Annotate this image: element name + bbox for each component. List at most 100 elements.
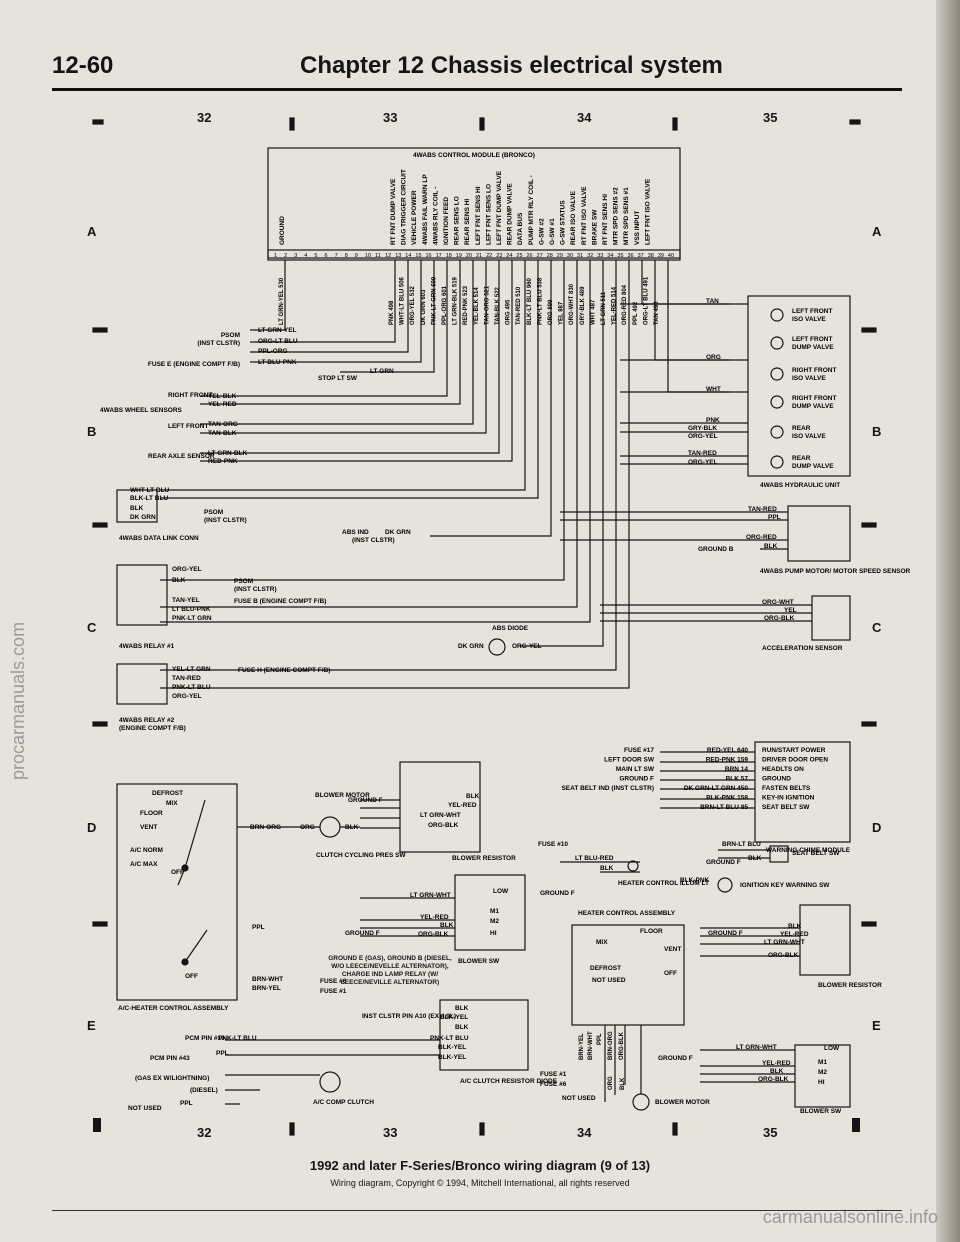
chime-input-label: LEFT DOOR SW	[604, 757, 655, 764]
row-b-left: B	[87, 424, 97, 439]
blower-sw-wires	[360, 897, 455, 937]
module-wire: GRY-BLK 489	[580, 286, 586, 325]
row-d-left: D	[87, 820, 97, 835]
data-link-inst-clstr: (INST CLSTR)	[204, 517, 247, 524]
module-function: VEHICLE POWER	[411, 190, 418, 245]
relay1-psom: PSOM	[234, 578, 253, 585]
row-tick-6	[861, 522, 877, 528]
accel-wire: ORG-BLK	[764, 615, 795, 622]
pcm-pin10-wire: PNK-LT BLU	[218, 1035, 257, 1042]
module-pin: 29	[557, 253, 563, 259]
col-tick-6	[672, 1122, 678, 1136]
hvac-ground-f: GROUND F	[348, 797, 383, 804]
chime-function: GROUND	[762, 776, 791, 783]
module-function: G-SW STATUS	[560, 200, 567, 245]
relay2-wire: TAN-RED	[172, 675, 201, 682]
relay-1-label: 4WABS RELAY #1	[119, 643, 175, 650]
hydraulic-wires	[620, 303, 748, 465]
ground-note-box: GROUND E (GAS), GROUND B (DIESEL, W/O LE…	[328, 955, 452, 986]
sw-position: M1	[490, 908, 499, 915]
data-link-psom: PSOM	[204, 509, 223, 516]
module-wire: PNK-LT BLU 538	[537, 277, 543, 325]
abs-ind-label: ABS IND	[342, 529, 369, 536]
chime-input-label: FUSE #17	[624, 747, 654, 754]
relay2-wire: ORG-YEL	[172, 693, 202, 700]
module-pin: 34	[607, 253, 613, 259]
watermark-bottom: carmanualsonline.info	[762, 1207, 938, 1227]
left-front-label: LEFT FRONT	[168, 423, 208, 430]
figure-caption-title: 1992 and later F-Series/Bronco wiring di…	[309, 1158, 651, 1173]
pump-wire: PPL	[768, 514, 781, 521]
valve-label: DUMP VALVE	[792, 344, 834, 351]
heater-control-title: HEATER CONTROL ASSEMBLY	[578, 910, 676, 917]
module-wire-bundle	[160, 260, 730, 689]
valve-label: RIGHT FRONT	[792, 395, 836, 402]
module-wire: LT GRN 511	[601, 291, 607, 325]
seat-belt-wires	[718, 849, 770, 859]
sw-position: HI	[490, 930, 497, 937]
hydraulic-wire: GRY-BLK	[688, 425, 717, 432]
ac-comp-label: A/C COMP CLUTCH	[313, 1099, 374, 1106]
chime-input-wire: BLK 57	[726, 776, 749, 783]
diode-wire-2: ORG-YEL	[512, 643, 542, 650]
pcm-pin43-wire: PPL	[216, 1050, 229, 1057]
pump-wire: ORG-RED	[746, 534, 777, 541]
module-pin: 28	[547, 253, 553, 259]
module-function: G-SW #1	[549, 218, 556, 245]
hvac-wire: BRN-ORG	[250, 824, 281, 831]
data-link-wire: WHT-LT BLU	[130, 487, 170, 494]
row-e-left: E	[87, 1018, 96, 1033]
module-pin: 5	[314, 253, 317, 259]
row-tick-8	[861, 921, 877, 927]
right-resistor-wire: BLK	[788, 923, 802, 930]
heater-fuse-wire-1: LT BLU-RED	[575, 855, 614, 862]
heater-blower-motor: BLOWER MOTOR	[655, 1099, 710, 1106]
pin-strip	[267, 249, 681, 261]
control-module-box	[267, 147, 681, 259]
sensor-wire: TAN-BLK	[208, 430, 237, 437]
ac-clutch-diode-label: A/C CLUTCH RESISTOR DIODE	[460, 1078, 558, 1085]
sw-position: LOW	[493, 888, 509, 895]
relay1-wire: LT BLU-PNK	[172, 606, 211, 613]
chime-input-wire: BRN-LT BLU 85	[700, 804, 748, 811]
row-tick-3	[92, 721, 108, 727]
chime-function: DRIVER DOOR OPEN	[762, 757, 828, 764]
module-pin: 15	[415, 253, 421, 259]
diode-wire: BLK	[455, 1005, 469, 1012]
psom-inst-clstr: (INST CLSTR)	[197, 340, 240, 347]
hvac-wire: BRN-WHT	[252, 976, 283, 983]
accel-label: ACCELERATION SENSOR	[762, 645, 843, 652]
module-wire: PPL 492	[633, 301, 639, 325]
right-sw-position: HI	[818, 1079, 825, 1086]
right-sw-position: LOW	[824, 1045, 840, 1052]
hydraulic-wire: TAN-RED	[688, 450, 717, 457]
module-wire: YEL-RED 514	[612, 286, 618, 325]
right-blower-resistor-box	[799, 904, 851, 976]
right-front-label: RIGHT FRONT	[168, 392, 212, 399]
chime-module-box	[754, 741, 851, 843]
valve-label: REAR	[792, 455, 811, 462]
valve-label: ISO VALVE	[792, 316, 826, 323]
module-pin: 26	[527, 253, 533, 259]
footer-rule	[52, 1210, 902, 1211]
data-link-wire: BLK-LT BLU	[130, 495, 168, 502]
diode-wire: BLK-YEL	[438, 1054, 466, 1061]
module-function: REAR SENS LO	[454, 196, 461, 245]
blower-motor-symbol	[319, 816, 341, 838]
gas-note: (GAS EX W/LIGHTNING)	[135, 1075, 209, 1082]
hydraulic-unit-box	[747, 295, 851, 477]
heater-fuse-6: FUSE #6	[540, 1081, 567, 1088]
heater-wire: ORG-BLK	[619, 1031, 625, 1060]
col-tick-1	[289, 117, 295, 131]
hvac-mode: A/C MAX	[130, 861, 158, 868]
right-sw-wire: LT GRN-WHT	[736, 1044, 777, 1051]
hydraulic-wire: WHT	[706, 386, 721, 393]
